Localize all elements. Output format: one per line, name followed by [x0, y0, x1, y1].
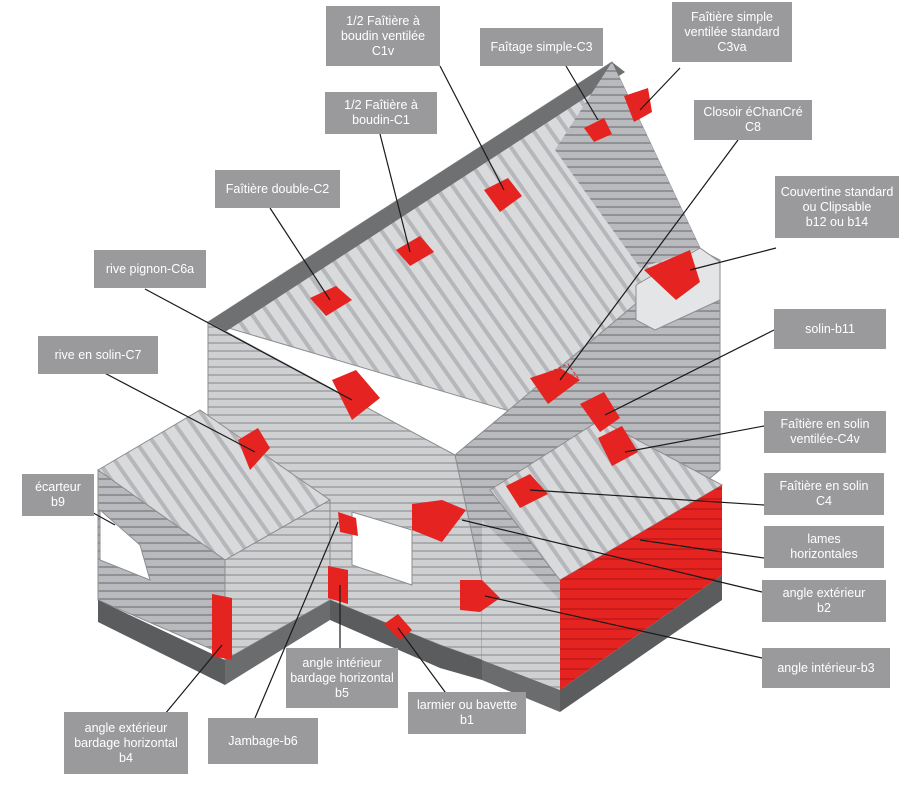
label-line: boudin ventilée — [340, 28, 426, 43]
label-faitage-simple: Faîtage simple-C3 — [480, 28, 603, 66]
label-rive-en-solin: rive en solin-C7 — [38, 336, 158, 374]
label-line: angle intérieur — [302, 655, 382, 670]
label-line: 1/2 Faîtière à — [346, 13, 420, 28]
label-line: b5 — [335, 685, 349, 700]
label-line: rive en solin-C7 — [54, 347, 142, 362]
label-line: écarteur — [35, 480, 81, 494]
label-line: Faîtière en solin — [779, 479, 869, 493]
label-line: b4 — [119, 750, 133, 765]
label-line: horizontales — [790, 547, 858, 561]
main-base — [330, 600, 560, 712]
label-line: b1 — [460, 713, 474, 727]
label-line: Faîtière simple — [691, 9, 773, 24]
label-line: solin-b11 — [805, 321, 855, 336]
leader-lines — [87, 65, 777, 721]
label-line: angle intérieur-b3 — [777, 660, 875, 675]
main-roof — [206, 61, 701, 421]
label-line: C3va — [717, 39, 747, 54]
label-faitiere-double: Faîtière double-C2 — [215, 170, 340, 208]
label-line: angle extérieur — [84, 720, 168, 735]
label-solin: solin-b11 — [774, 309, 886, 349]
label-line: b2 — [817, 601, 831, 615]
label-line: b9 — [51, 495, 65, 509]
label-line: C8 — [745, 120, 761, 134]
label-line: b12 ou b14 — [805, 214, 869, 229]
label-line: bardage horizontal — [74, 735, 178, 750]
label-line: Jambage-b6 — [228, 733, 298, 748]
window — [351, 511, 413, 586]
label-line: boudin-C1 — [352, 113, 410, 127]
label-line: Couvertine standard — [780, 184, 894, 199]
label-line: bardage horizontal — [290, 670, 394, 685]
label-line: angle extérieur — [782, 586, 866, 600]
label-line: Closoir éChanCré — [703, 105, 803, 119]
label-line: larmier ou bavette — [416, 698, 518, 712]
label-line: ventilée standard — [684, 24, 780, 39]
label-line: C4 — [816, 494, 832, 508]
label-line: rive pignon-C6a — [105, 261, 195, 276]
label-line: 1/2 Faîtière à — [344, 98, 418, 112]
label-line: ou Clipsable — [802, 199, 872, 214]
trim-pieces — [212, 88, 700, 660]
label-rive-pignon: rive pignon-C6a — [94, 250, 206, 288]
label-line: lames — [807, 532, 841, 546]
label-line: Faîtage simple-C3 — [490, 39, 593, 54]
label-line: Faîtière en solin — [780, 417, 870, 431]
label-line: C1v — [371, 43, 395, 58]
label-jambage: Jambage-b6 — [208, 718, 318, 764]
label-angle-interieur: angle intérieur-b3 — [762, 648, 890, 688]
label-line: ventilée-C4v — [790, 432, 860, 446]
label-line: Faîtière double-C2 — [225, 181, 330, 196]
